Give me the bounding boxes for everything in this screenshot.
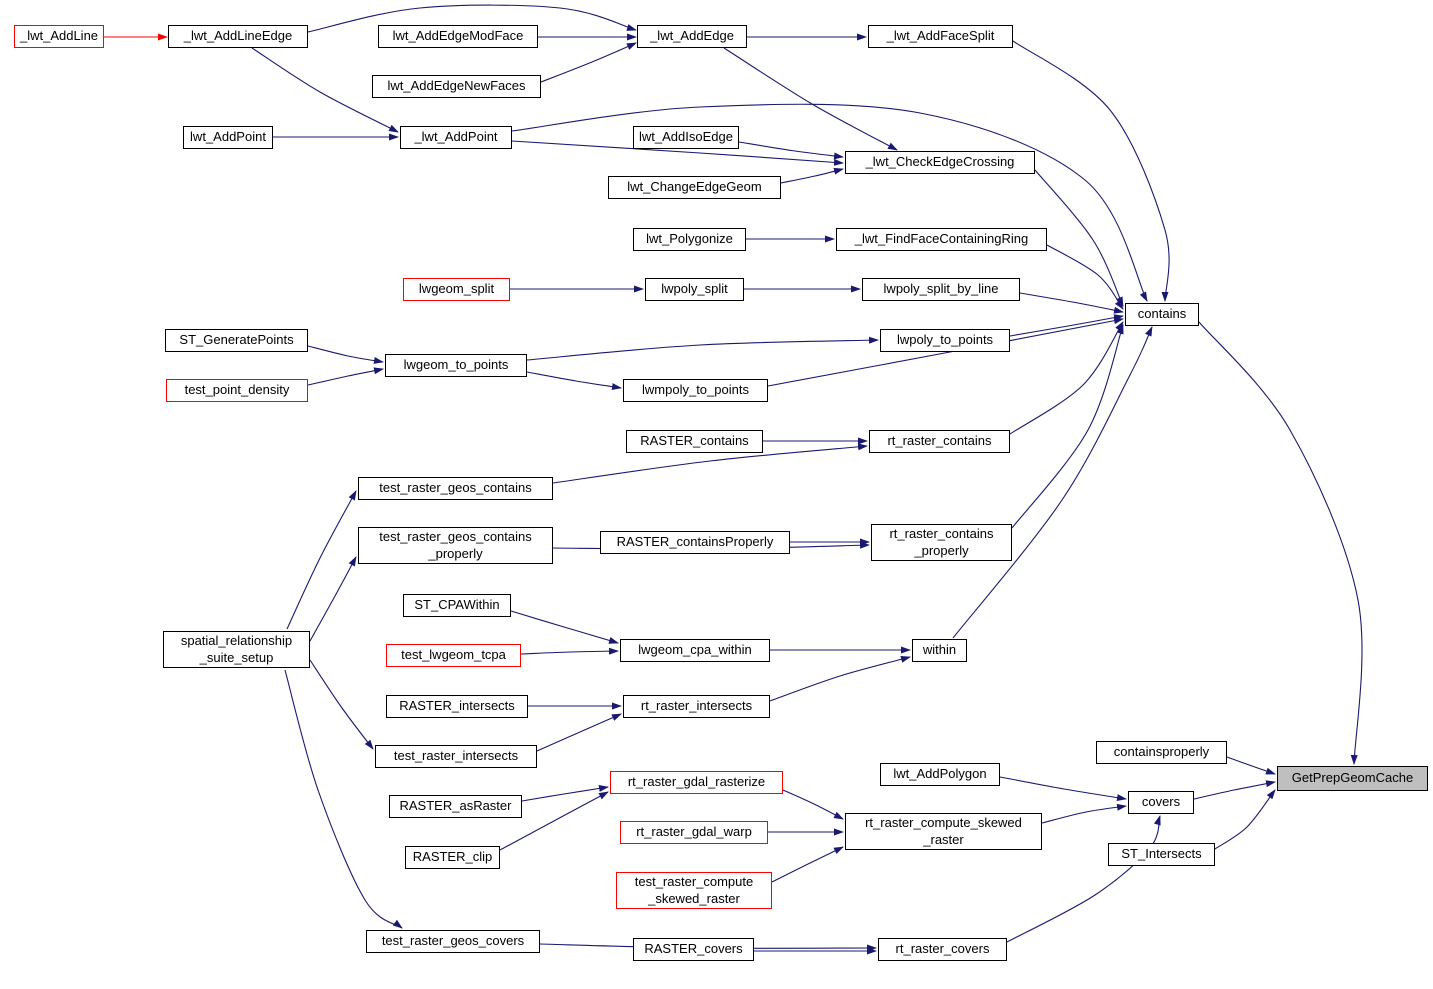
- node-RASTER_containsProperly[interactable]: RASTER_containsProperly: [600, 531, 790, 554]
- node-lwt_ChangeEdgeGeom[interactable]: lwt_ChangeEdgeGeom: [608, 176, 781, 199]
- edge-lwpoly_split_by_line-to-contains: [1019, 292, 1124, 314]
- edge-lwgeom_to_points-to-lwpoly_to_points: [526, 336, 879, 361]
- edge-_lwt_AddEdge-to-_lwt_CheckEdgeCrossing: [723, 47, 898, 151]
- edge-rt_raster_contains-to-contains: [1009, 321, 1124, 435]
- edge-_lwt_AddLineEdge-to-_lwt_AddPoint: [251, 47, 399, 133]
- edge-lwpoly_to_points-to-contains: [1009, 314, 1124, 337]
- node-rt_raster_contains_properly[interactable]: rt_raster_contains _properly: [871, 524, 1012, 561]
- node-_lwt_AddEdge[interactable]: _lwt_AddEdge: [637, 25, 747, 48]
- node-RASTER_asRaster[interactable]: RASTER_asRaster: [389, 795, 522, 818]
- node-lwgeom_cpa_within[interactable]: lwgeom_cpa_within: [620, 639, 770, 662]
- node-RASTER_contains[interactable]: RASTER_contains: [626, 430, 763, 453]
- node-RASTER_intersects[interactable]: RASTER_intersects: [386, 695, 528, 718]
- node-RASTER_covers[interactable]: RASTER_covers: [633, 938, 754, 961]
- node-test_raster_geos_contains[interactable]: test_raster_geos_contains: [358, 477, 553, 500]
- edge-test_raster_intersects-to-rt_raster_intersects: [536, 713, 622, 752]
- node-_lwt_CheckEdgeCrossing[interactable]: _lwt_CheckEdgeCrossing: [845, 151, 1035, 174]
- node-lwt_AddPolygon[interactable]: lwt_AddPolygon: [880, 763, 1000, 786]
- edge-rt_raster_compute_skewed_raster-to-covers: [1041, 803, 1127, 824]
- node-_lwt_AddFaceSplit[interactable]: _lwt_AddFaceSplit: [868, 25, 1013, 48]
- edge-lwt_AddPolygon-to-covers: [999, 776, 1127, 801]
- edge-rt_raster_intersects-to-within: [769, 655, 911, 702]
- node-test_raster_geos_contains_properly[interactable]: test_raster_geos_contains _properly: [358, 527, 553, 564]
- edge-test_raster_geos_contains-to-rt_raster_contains: [552, 443, 868, 484]
- edge-spatial_relationship_suite_setup-to-test_raster_geos_contains_properly: [309, 556, 357, 642]
- node-rt_raster_contains[interactable]: rt_raster_contains: [869, 430, 1010, 453]
- node-contains[interactable]: contains: [1125, 303, 1199, 326]
- node-GetPrepGeomCache: GetPrepGeomCache: [1277, 766, 1428, 791]
- node-rt_raster_compute_skewed_raster[interactable]: rt_raster_compute_skewed _raster: [845, 813, 1042, 850]
- node-lwpoly_split[interactable]: lwpoly_split: [645, 278, 744, 301]
- edge-lwmpoly_to_points-to-contains: [767, 317, 1124, 387]
- node-ST_CPAWithin[interactable]: ST_CPAWithin: [403, 594, 511, 617]
- edge-rt_raster_contains_properly-to-contains: [1011, 324, 1124, 529]
- node-lwt_AddEdgeNewFaces[interactable]: lwt_AddEdgeNewFaces: [372, 75, 541, 98]
- edge-_lwt_AddLineEdge-to-_lwt_AddEdge: [307, 4, 637, 33]
- node-lwt_Polygonize[interactable]: lwt_Polygonize: [633, 228, 746, 251]
- edge-_lwt_AddPoint-to-_lwt_CheckEdgeCrossing: [511, 140, 844, 166]
- edge-within-to-contains: [952, 326, 1153, 639]
- node-_lwt_FindFaceContainingRing[interactable]: _lwt_FindFaceContainingRing: [836, 228, 1047, 251]
- edge-_lwt_CheckEdgeCrossing-to-contains: [1034, 169, 1124, 307]
- node-rt_raster_gdal_rasterize[interactable]: rt_raster_gdal_rasterize: [610, 771, 783, 794]
- edge-RASTER_clip-to-rt_raster_gdal_rasterize: [499, 791, 609, 851]
- edge-_lwt_FindFaceContainingRing-to-contains: [1046, 244, 1124, 310]
- node-test_point_density[interactable]: test_point_density: [166, 379, 308, 402]
- node-test_raster_intersects[interactable]: test_raster_intersects: [375, 745, 537, 768]
- edge-_lwt_AddPoint-to-contains: [511, 103, 1148, 302]
- edge-lwt_ChangeEdgeGeom-to-_lwt_CheckEdgeCrossing: [780, 167, 844, 184]
- node-lwpoly_to_points[interactable]: lwpoly_to_points: [880, 329, 1010, 352]
- edge-contains-to-GetPrepGeomCache: [1198, 321, 1363, 765]
- node-covers[interactable]: covers: [1128, 791, 1194, 814]
- node-ST_GeneratePoints[interactable]: ST_GeneratePoints: [165, 329, 308, 352]
- node-spatial_relationship_suite_setup[interactable]: spatial_relationship _suite_setup: [163, 631, 310, 668]
- edge-spatial_relationship_suite_setup-to-test_raster_geos_contains: [286, 490, 357, 630]
- edge-test_lwgeom_tcpa-to-lwgeom_cpa_within: [520, 647, 619, 655]
- node-RASTER_clip[interactable]: RASTER_clip: [405, 846, 500, 869]
- node-rt_raster_intersects[interactable]: rt_raster_intersects: [623, 695, 770, 718]
- edge-spatial_relationship_suite_setup-to-test_raster_geos_covers: [284, 669, 403, 929]
- node-containsproperly[interactable]: containsproperly: [1096, 741, 1227, 764]
- edge-RASTER_asRaster-to-rt_raster_gdal_rasterize: [521, 785, 609, 802]
- node-rt_raster_gdal_warp[interactable]: rt_raster_gdal_warp: [620, 821, 768, 844]
- node-test_raster_compute_skewed_raster[interactable]: test_raster_compute _skewed_raster: [616, 872, 772, 909]
- edge-covers-to-GetPrepGeomCache: [1193, 780, 1276, 800]
- node-lwpoly_split_by_line[interactable]: lwpoly_split_by_line: [862, 278, 1020, 301]
- node-test_lwgeom_tcpa[interactable]: test_lwgeom_tcpa: [386, 644, 521, 667]
- edge-test_raster_compute_skewed_raster-to-rt_raster_compute_skewed_raster: [771, 846, 844, 883]
- node-within[interactable]: within: [912, 639, 967, 662]
- node-lwgeom_split[interactable]: lwgeom_split: [403, 278, 510, 301]
- edge-ST_CPAWithin-to-lwgeom_cpa_within: [510, 610, 619, 644]
- edge-ST_GeneratePoints-to-lwgeom_to_points: [307, 345, 384, 364]
- edge-rt_raster_covers-to-covers: [1006, 815, 1161, 943]
- node-lwgeom_to_points[interactable]: lwgeom_to_points: [385, 354, 527, 377]
- edge-containsproperly-to-GetPrepGeomCache: [1226, 756, 1276, 775]
- edge-lwt_AddEdgeNewFaces-to-_lwt_AddEdge: [540, 42, 637, 83]
- node-test_raster_geos_covers[interactable]: test_raster_geos_covers: [366, 930, 540, 953]
- node-lwt_AddEdgeModFace[interactable]: lwt_AddEdgeModFace: [378, 25, 538, 48]
- edge-rt_raster_gdal_rasterize-to-rt_raster_compute_skewed_raster: [782, 789, 844, 820]
- edge-_lwt_AddFaceSplit-to-contains: [1012, 40, 1170, 302]
- node-ST_Intersects[interactable]: ST_Intersects: [1108, 843, 1215, 866]
- node-rt_raster_covers[interactable]: rt_raster_covers: [878, 938, 1007, 961]
- node-_lwt_AddPoint[interactable]: _lwt_AddPoint: [400, 126, 512, 149]
- node-lwmpoly_to_points[interactable]: lwmpoly_to_points: [623, 379, 768, 402]
- edge-lwgeom_to_points-to-lwmpoly_to_points: [526, 371, 622, 391]
- node-_lwt_AddLineEdge[interactable]: _lwt_AddLineEdge: [168, 25, 308, 48]
- node-lwt_AddIsoEdge[interactable]: lwt_AddIsoEdge: [633, 126, 739, 149]
- edge-test_point_density-to-lwgeom_to_points: [307, 367, 384, 386]
- edge-spatial_relationship_suite_setup-to-test_raster_intersects: [309, 659, 374, 750]
- edge-ST_Intersects-to-GetPrepGeomCache: [1214, 789, 1276, 850]
- edge-lwt_AddIsoEdge-to-_lwt_CheckEdgeCrossing: [738, 141, 844, 160]
- node-lwt_AddPoint[interactable]: lwt_AddPoint: [183, 126, 273, 149]
- node-_lwt_AddLine[interactable]: _lwt_AddLine: [14, 25, 104, 48]
